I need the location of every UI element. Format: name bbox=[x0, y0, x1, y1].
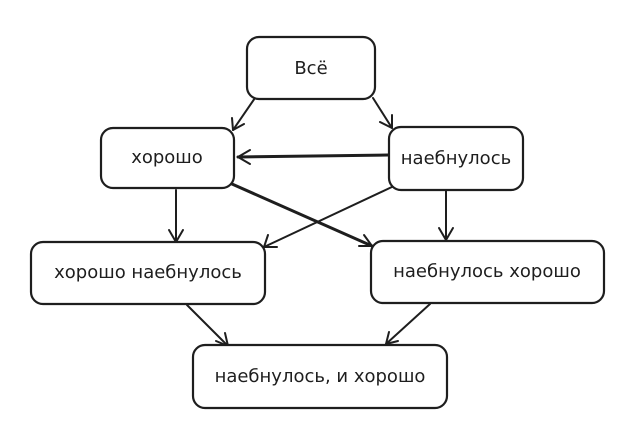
node-broke-label: наебнулось bbox=[401, 148, 511, 169]
node-broke: наебнулось bbox=[387, 125, 525, 192]
arrowhead-broke-to-good bbox=[237, 149, 251, 165]
node-all: Всё bbox=[245, 35, 377, 101]
edge-broke-to-good-broke bbox=[263, 185, 395, 248]
node-good-broke: хорошо наебнулось bbox=[29, 240, 267, 306]
node-all-label: Всё bbox=[294, 58, 327, 79]
node-broke-good: наебнулось хорошо bbox=[369, 239, 606, 305]
node-good-broke-label: хорошо наебнулось bbox=[54, 262, 242, 283]
node-broke-and-good: наебнулось, и хорошо bbox=[191, 343, 449, 410]
node-good-label: хорошо bbox=[131, 147, 203, 168]
edge-broke-to-good bbox=[236, 153, 390, 159]
node-broke-good-label: наебнулось хорошо bbox=[393, 261, 581, 282]
edge-all-to-broke bbox=[372, 97, 393, 129]
arrowhead-all-to-good bbox=[231, 117, 245, 131]
arrowhead-all-to-broke bbox=[379, 114, 393, 129]
node-good: хорошо bbox=[99, 126, 236, 190]
edge-good-to-broke-good bbox=[230, 182, 374, 248]
edge-all-to-good bbox=[232, 97, 256, 131]
node-broke-and-good-label: наебнулось, и хорошо bbox=[215, 366, 426, 387]
edge-broke-good-to-final bbox=[385, 303, 431, 345]
edge-good-broke-to-final bbox=[186, 304, 229, 347]
